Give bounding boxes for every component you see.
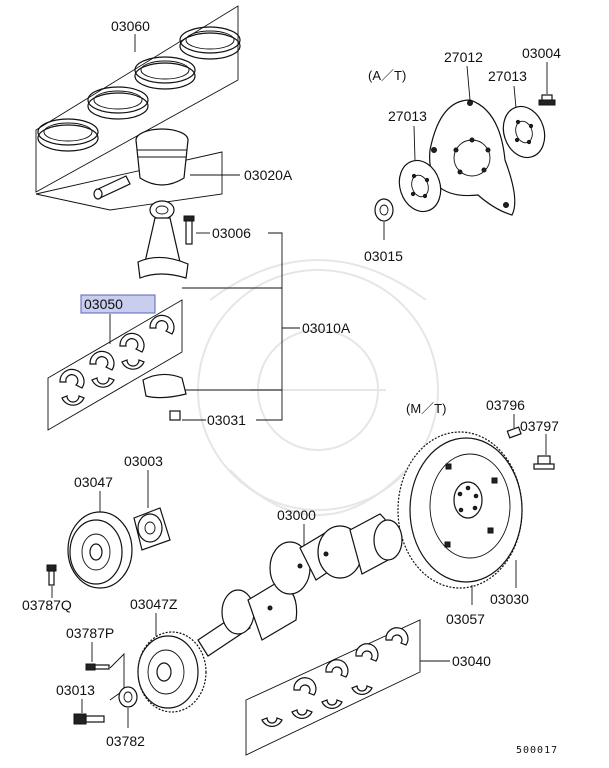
crankshaft[interactable] [197,513,403,657]
label-03004[interactable]: 03004 [522,45,561,61]
piston-ring [87,86,149,120]
label-03796[interactable]: 03796 [486,397,525,413]
label-03782[interactable]: 03782 [106,733,145,749]
connecting-rod[interactable] [137,200,189,279]
label-03006[interactable]: 03006 [212,225,251,241]
label-03003[interactable]: 03003 [124,453,163,469]
pulley-bolt-q[interactable] [46,564,57,586]
label-03057[interactable]: 03057 [446,611,485,627]
flywheel-bolt[interactable] [533,455,555,470]
label-at: (A／T) [368,68,406,83]
diagram-code: 500017 [516,745,558,756]
label-03020a[interactable]: 03020A [244,167,293,183]
piston-ring [37,118,99,152]
label-03000[interactable]: 03000 [277,507,316,523]
flywheel[interactable] [397,431,523,589]
pilot-bushing[interactable] [374,198,394,222]
piston-ring [179,26,241,60]
label-03797[interactable]: 03797 [520,418,559,434]
label-27012[interactable]: 27012 [444,49,483,65]
label-03047z[interactable]: 03047Z [130,596,178,612]
leader-line [413,125,416,161]
adapter-plate-right[interactable] [497,101,551,163]
drive-plate-bolt[interactable] [538,94,556,106]
label-03060[interactable]: 03060 [111,18,150,34]
label-03013[interactable]: 03013 [56,682,95,698]
label-27013-right[interactable]: 27013 [488,68,527,84]
highlight-03050 [80,294,156,314]
piston-group[interactable] [35,128,223,211]
leader-line [466,65,471,101]
drive-plate[interactable] [429,99,516,216]
rod-cap[interactable] [142,373,187,399]
piston-pin [93,175,131,200]
watermark-crest [197,259,439,516]
crank-washer[interactable] [118,686,138,708]
bracket-03010a [256,232,283,421]
label-mt: (M／T) [406,401,446,416]
crank-sprocket[interactable] [133,507,171,551]
dowel-pin[interactable] [506,426,522,439]
pulley-bolt-p[interactable] [85,663,110,671]
rod-nut[interactable] [169,410,181,421]
label-03030[interactable]: 03030 [490,591,529,607]
rod-bearings-group[interactable] [47,299,183,431]
label-03787p[interactable]: 03787P [66,625,114,641]
label-03031[interactable]: 03031 [207,412,246,428]
piston [135,128,189,186]
rod-bolt[interactable] [183,215,195,245]
label-03047[interactable]: 03047 [74,474,113,490]
adapter-plate-left[interactable] [393,155,447,217]
label-03010a[interactable]: 03010A [302,320,351,336]
label-03015[interactable]: 03015 [364,248,403,264]
leader-line [109,652,125,701]
piston-ring [134,56,196,90]
label-27013-left[interactable]: 27013 [388,108,427,124]
crank-pulley[interactable] [67,511,133,589]
leader-line [513,85,517,109]
crank-bolt[interactable] [73,713,105,725]
label-03040[interactable]: 03040 [452,653,491,669]
piston-rings-group[interactable] [35,5,241,193]
label-03787q[interactable]: 03787Q [22,597,72,613]
damper-pulley[interactable] [137,631,207,713]
main-bearings-group[interactable] [245,619,421,756]
label-03050[interactable]: 03050 [84,296,123,312]
